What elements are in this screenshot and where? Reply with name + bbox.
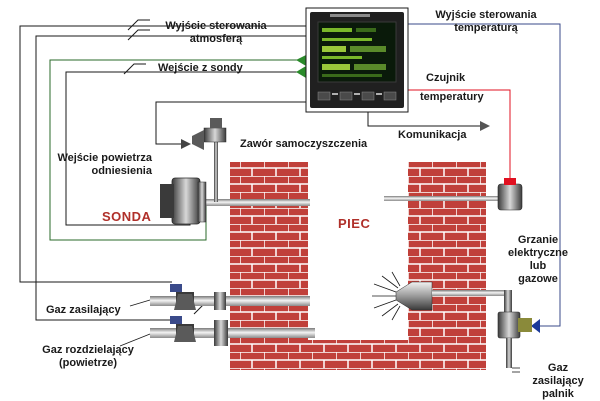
furnace: [230, 162, 486, 370]
label-temperature-sensor: Czujnik temperatury: [420, 72, 484, 104]
label-heating-line2: elektryczne: [508, 247, 568, 259]
screen-bar: [322, 64, 350, 70]
burner-gas-inlet: [506, 338, 512, 368]
label-atmosphere-output-line1: Wyjście sterowania: [165, 20, 267, 32]
heater-blue-arrow: [531, 319, 540, 333]
burner-regulator: [497, 311, 521, 339]
carrier-gas-valve-body: [174, 326, 196, 342]
label-furnace: PIEC: [338, 216, 371, 231]
screen-bar: [322, 28, 352, 32]
furnace-floor: [230, 340, 486, 370]
label-burner-gas-line1: Gaz: [547, 362, 569, 374]
screen-bar: [354, 64, 386, 70]
label-temperature-output-line2: temperaturą: [454, 22, 518, 34]
supply-gas-inlet: [150, 284, 310, 310]
burner-pipe: [432, 290, 504, 296]
burner-regulator-cap: [518, 318, 532, 332]
valve-top: [210, 118, 222, 128]
carrier-gas-actuator: [170, 316, 182, 324]
label-heating-line4: gazowe: [518, 273, 558, 285]
valve-body: [192, 130, 204, 150]
furnace-left-wall: [230, 162, 308, 370]
probe-flange: [197, 181, 207, 223]
screen-bar: [350, 46, 386, 52]
valve-stem: [214, 120, 218, 202]
carrier-gas-pipe: [150, 328, 315, 338]
supply-gas-flange: [214, 292, 226, 310]
label-atmosphere-output-line2: atmosferą: [189, 33, 243, 45]
label-heating-line1: Grzanie: [517, 234, 559, 246]
self-clean-valve: [192, 118, 227, 202]
label-heating-line3: lub: [529, 260, 547, 272]
label-burner-gas: Gaz zasilający palnik: [526, 362, 590, 401]
furnace-right-wall: [408, 162, 486, 370]
label-reference-air-line2: odniesienia: [91, 165, 152, 177]
label-reference-air: Wejście powietrza odniesienia: [56, 152, 152, 178]
supply-gas-valve-body: [174, 294, 196, 310]
screen-bar: [356, 28, 376, 32]
temperature-sensor: [384, 178, 523, 211]
label-burner-gas-line3: palnik: [542, 388, 574, 400]
furnace-chamber: [308, 162, 408, 340]
label-temperature-sensor-line1: Czujnik: [426, 72, 466, 84]
label-communication: Komunikacja: [398, 129, 467, 141]
label-temperature-output-line1: Wyjście sterowania: [435, 9, 537, 21]
label-probe-input: Wejście z sondy: [158, 62, 243, 74]
label-temperature-sensor-line2: temperatury: [420, 91, 484, 103]
atm-output-wire-outer: [19, 25, 306, 283]
carrier-gas-flange: [214, 320, 228, 346]
label-probe: SONDA: [102, 209, 152, 224]
temp-sensor-wire-red: [408, 89, 511, 180]
burner: [372, 271, 532, 368]
label-supply-gas: Gaz zasilający: [46, 304, 121, 316]
label-atmosphere-output: Wyjście sterowania atmosferą: [150, 20, 282, 46]
probe-body: [171, 177, 201, 225]
thermocouple-red-cap: [504, 178, 516, 185]
gas-leader-lines: [119, 299, 520, 373]
screen-bar: [322, 74, 382, 77]
communication-arrow: [480, 121, 490, 131]
probe-assembly: [160, 177, 310, 225]
screen-bar: [322, 38, 372, 41]
label-reference-air-line1: Wejście powietrza: [57, 152, 152, 164]
controller-header: [330, 14, 370, 17]
atm-output-wire-inner: [35, 35, 306, 321]
probe-green-arrow-2: [296, 66, 306, 78]
carrier-gas-inlet: [150, 316, 315, 346]
probe-rod: [190, 199, 310, 206]
label-heating: Grzanie elektryczne lub gazowe: [500, 234, 576, 286]
supply-gas-actuator: [170, 284, 182, 292]
probe-green-arrow-1: [296, 55, 306, 66]
valve-head: [203, 127, 227, 143]
label-temperature-output: Wyjście sterowania temperaturą: [424, 9, 548, 35]
controller: [305, 7, 409, 113]
supply-gas-pipe: [150, 296, 310, 306]
screen-bar: [322, 56, 362, 59]
label-carrier-gas-line2: (powietrze): [58, 357, 118, 369]
probe-input-wire-green: [49, 59, 306, 241]
thermocouple-rod: [384, 196, 500, 201]
communication-wire: [367, 110, 480, 127]
label-carrier-gas-line1: Gaz rozdzielający: [42, 344, 134, 356]
controller-buttons: [317, 91, 397, 101]
probe-cap: [160, 184, 174, 218]
screen-bar: [322, 46, 346, 52]
valve-wire-arrow: [181, 139, 191, 149]
thermocouple-head: [497, 183, 523, 211]
flame-rays: [372, 271, 401, 321]
label-self-clean-valve: Zawór samoczyszczenia: [240, 138, 368, 150]
label-carrier-gas: Gaz rozdzielający (powietrze): [36, 344, 140, 370]
temp-output-wire-blue: [408, 23, 561, 327]
label-burner-gas-line2: zasilający: [532, 375, 584, 387]
